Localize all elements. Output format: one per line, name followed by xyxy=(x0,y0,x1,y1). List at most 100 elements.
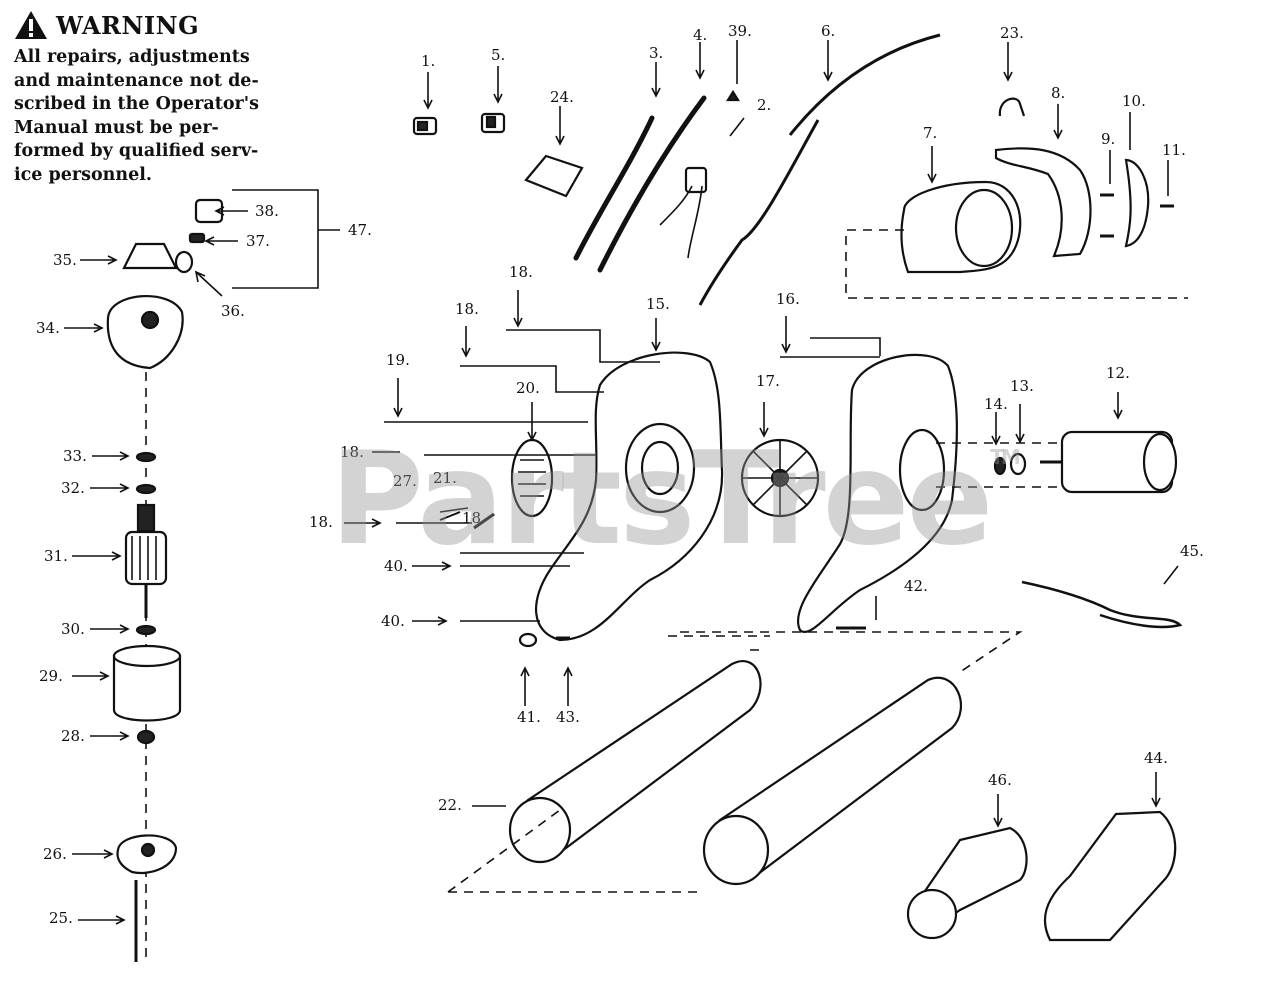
callout: 13. xyxy=(1010,377,1034,395)
tube-alignment-lines xyxy=(447,631,1023,893)
screw-guide-lines xyxy=(384,329,1060,622)
part-housing-right-16-port xyxy=(898,428,946,512)
warning-title-row: WARNING xyxy=(14,10,306,40)
callout: 5. xyxy=(491,46,505,64)
callout: 21. xyxy=(433,469,457,487)
callout: 22. xyxy=(438,796,462,814)
part-spring-27 xyxy=(439,511,461,521)
part-nut-13 xyxy=(1009,452,1027,476)
part-connector-2 xyxy=(659,166,708,259)
part-switch-5 xyxy=(480,112,506,134)
part-washer-33 xyxy=(135,451,157,463)
callout: 18. xyxy=(509,263,533,281)
callout: 43. xyxy=(556,708,580,726)
part-spring-36 xyxy=(174,250,194,274)
watermark-trademark: TM xyxy=(990,445,1020,469)
part-end-cap-26 xyxy=(116,834,178,874)
callout: 4. xyxy=(693,26,707,44)
callout: 40. xyxy=(384,557,408,575)
warning-line: All repairs, adjustments xyxy=(14,47,250,67)
callout: 29. xyxy=(39,667,63,685)
part-screws-9 xyxy=(1100,193,1114,238)
callout: 17. xyxy=(756,372,780,390)
part-motor-12 xyxy=(1040,430,1178,494)
callout: 15. xyxy=(646,295,670,313)
part-end-bell-34 xyxy=(106,294,184,370)
group-bracket-47 xyxy=(232,189,340,289)
warning-line: formed by qualified serv- xyxy=(14,141,259,161)
callout: 24. xyxy=(550,88,574,106)
part-nozzle-46 xyxy=(906,826,1028,940)
part-housing-right-16 xyxy=(797,353,958,633)
callout: 44. xyxy=(1144,749,1168,767)
part-field-29 xyxy=(112,644,182,722)
part-armature-31 xyxy=(124,503,168,618)
callout: 9. xyxy=(1101,130,1115,148)
callout: 12. xyxy=(1106,364,1130,382)
part-brush-37 xyxy=(188,232,206,244)
part-housing-left-15-port-inner xyxy=(640,440,680,496)
part-impeller-17 xyxy=(740,438,820,518)
part-motor-housing-7 xyxy=(845,180,1188,299)
part-clip-41 xyxy=(518,632,538,648)
part-clip-23 xyxy=(998,97,1026,117)
callout: 27. xyxy=(393,472,417,490)
callout: 18. xyxy=(309,513,333,531)
warning-line: and maintenance not de- xyxy=(14,70,259,91)
callout: 35. xyxy=(53,251,77,269)
callout: 10. xyxy=(1122,92,1146,110)
callout: 37. xyxy=(246,232,270,250)
callout: 42. xyxy=(904,577,928,595)
part-pad-24 xyxy=(524,154,584,198)
warning-title: WARNING xyxy=(56,10,200,40)
callout: 28. xyxy=(61,727,85,745)
callout: 30. xyxy=(61,620,85,638)
warning-triangle-icon xyxy=(15,11,47,39)
callout: 36. xyxy=(221,302,245,320)
callout: 26. xyxy=(43,845,67,863)
part-tube-22-rear xyxy=(702,676,962,886)
callout: 19. xyxy=(386,351,410,369)
callout-labels: 1. 2. 3. 4. 5. 6. 7. 8. 9. 10. 11. 12. 1… xyxy=(36,22,1204,927)
warning-line: Manual must be per- xyxy=(14,117,219,138)
callout: 34. xyxy=(36,319,60,337)
callout: 40. xyxy=(381,612,405,630)
warning-box: WARNING All repairs, adjustments and mai… xyxy=(14,10,306,187)
part-cover-10 xyxy=(1124,158,1150,248)
callout: 33. xyxy=(63,447,87,465)
callout: 1. xyxy=(421,52,435,70)
part-terminal-39 xyxy=(726,89,740,102)
part-washer-14 xyxy=(993,456,1007,476)
part-nozzle-44 xyxy=(1043,810,1177,942)
callout: 31. xyxy=(44,547,68,565)
callout: 38. xyxy=(255,202,279,220)
part-cord-6 xyxy=(698,33,941,306)
warning-line: ice personnel. xyxy=(14,164,152,185)
part-handle-8 xyxy=(994,147,1092,258)
callout: 45. xyxy=(1180,542,1204,560)
part-bearing-28 xyxy=(136,729,156,745)
warning-line: scribed in the Operator's xyxy=(14,94,259,114)
callout: 47. xyxy=(348,221,372,239)
callout: 2. xyxy=(757,96,771,114)
part-switch-1 xyxy=(412,116,438,136)
part-housing-left-15 xyxy=(535,351,724,642)
callout: 25. xyxy=(49,909,73,927)
callout: 3. xyxy=(649,44,663,62)
watermark: PartsTreeTM xyxy=(330,425,1021,574)
callout: 16. xyxy=(776,290,800,308)
part-washer-30 xyxy=(135,624,157,636)
callout: 32. xyxy=(61,479,85,497)
callout: 11. xyxy=(1162,141,1186,159)
callout: 7. xyxy=(923,124,937,142)
callout: 23. xyxy=(1000,24,1024,42)
callout: 18. xyxy=(455,300,479,318)
callout: 14. xyxy=(984,395,1008,413)
leader-arrows xyxy=(64,40,1179,925)
watermark-text: PartsTree xyxy=(330,425,993,574)
callout: 6. xyxy=(821,22,835,40)
part-wire-3 xyxy=(573,115,655,261)
part-latch-21 xyxy=(473,512,495,530)
